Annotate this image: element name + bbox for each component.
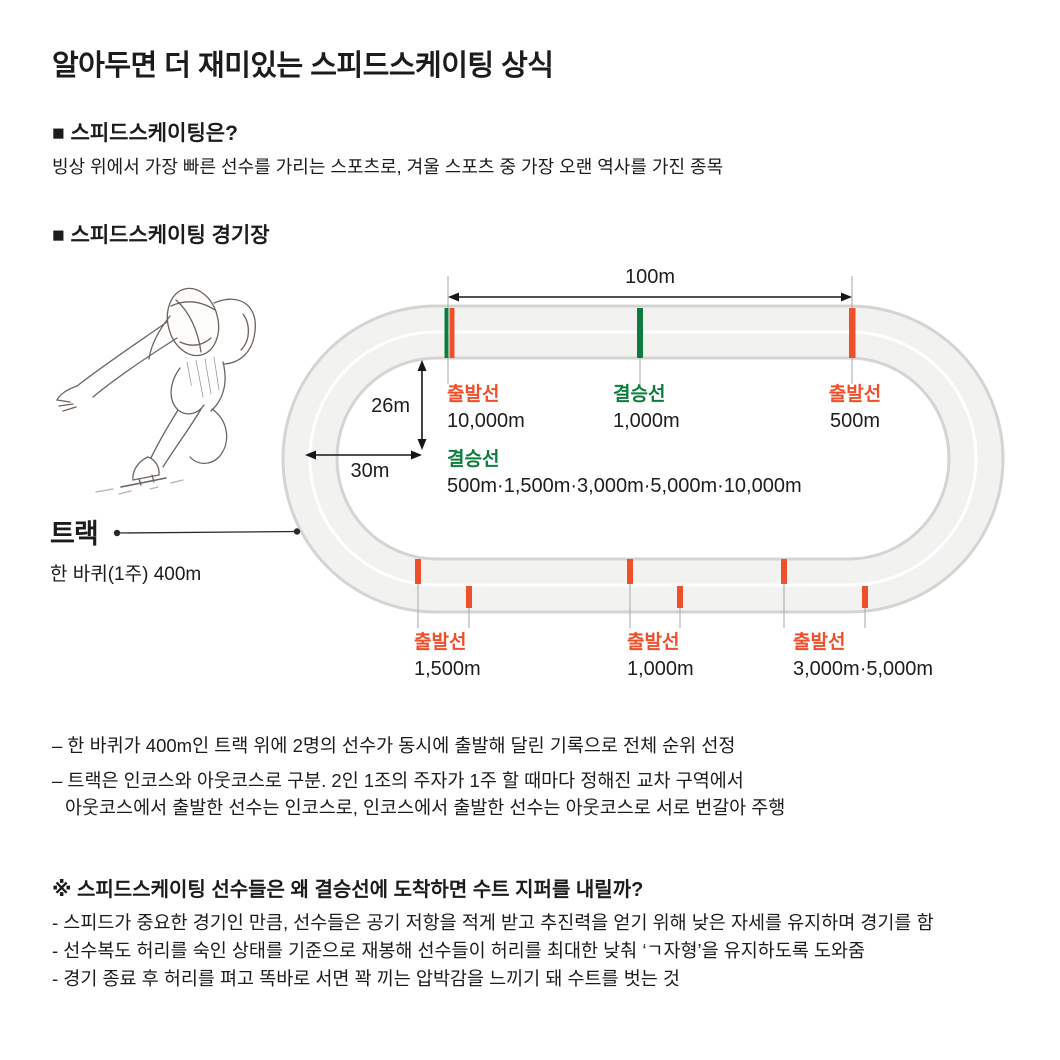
ice-marks bbox=[95, 479, 184, 495]
label-start-1000m: 출발선 1,000m bbox=[627, 632, 694, 680]
finish-line-text: 결승선 bbox=[447, 449, 500, 470]
track-callout: 트랙 한 바퀴(1주) 400m bbox=[50, 512, 201, 586]
start-line-text: 출발선 bbox=[793, 632, 846, 653]
dimension-arrow-26m bbox=[417, 360, 427, 450]
track-label: 트랙 bbox=[50, 519, 99, 549]
finish-line-distance: 1,000m bbox=[613, 410, 680, 432]
start-line-mark-3000m-in bbox=[781, 559, 787, 584]
start-line-distance: 1,500m bbox=[414, 658, 481, 680]
measure-26m: 26m bbox=[371, 395, 410, 417]
label-finish-1000m: 결승선 1,000m bbox=[613, 384, 680, 432]
track-lap-length: 한 바퀴(1주) 400m bbox=[50, 564, 202, 585]
note-line: 아웃코스에서 출발한 선수는 인코스로, 인코스에서 출발한 선수는 아웃코스로… bbox=[65, 797, 786, 818]
start-line-mark-1500m-out bbox=[466, 586, 472, 608]
start-line-distances: 3,000m·5,000m bbox=[793, 658, 934, 680]
label-start-500m: 출발선 500m bbox=[805, 384, 905, 432]
finish-line-distances: 500m·1,500m·3,000m·5,000m·10,000m bbox=[447, 475, 802, 497]
track-callout-line bbox=[113, 528, 301, 537]
page-title: 알아두면 더 재미있는 스피드스케이팅 상식 bbox=[52, 50, 554, 82]
dimension-arrow-30m bbox=[305, 450, 422, 460]
section-about-body: 빙상 위에서 가장 빠른 선수를 가리는 스포츠로, 겨울 스포츠 중 가장 오… bbox=[52, 157, 724, 177]
label-finish-all: 결승선 500m·1,500m·3,000m·5,000m·10,000m bbox=[447, 449, 802, 497]
start-line-distance: 10,000m bbox=[447, 410, 525, 432]
start-line-distance: 1,000m bbox=[627, 658, 694, 680]
start-line-text: 출발선 bbox=[447, 384, 500, 405]
start-line-mark-1000m-in bbox=[627, 559, 633, 584]
note-line: – 한 바퀴가 400m인 트랙 위에 2명의 선수가 동시에 출발해 달린 기… bbox=[52, 735, 736, 756]
label-start-10000m: 출발선 10,000m bbox=[447, 384, 525, 432]
leader-lines bbox=[417, 276, 866, 628]
zipper-bullet: - 경기 종료 후 허리를 펴고 똑바로 서면 꽉 끼는 압박감을 느끼기 돼 … bbox=[52, 968, 680, 989]
start-line-mark-1500m-in bbox=[415, 559, 421, 584]
section-rink-heading: ■ 스피드스케이팅 경기장 bbox=[52, 224, 270, 247]
measure-100m: 100m bbox=[624, 266, 676, 288]
zipper-bullet: - 선수복도 허리를 숙인 상태를 기준으로 재봉해 선수들이 허리를 최대한 … bbox=[52, 940, 866, 961]
finish-line-mark-10000m bbox=[444, 308, 449, 358]
label-start-1500m: 출발선 1,500m bbox=[414, 632, 481, 680]
note-line: – 트랙은 인코스와 아웃코스로 구분. 2인 1조의 주자가 1주 할 때마다… bbox=[52, 770, 744, 791]
finish-line-text: 결승선 bbox=[613, 384, 666, 405]
start-line-text: 출발선 bbox=[828, 384, 882, 405]
start-line-text: 출발선 bbox=[627, 632, 680, 653]
start-line-distance: 500m bbox=[829, 410, 881, 432]
start-line-mark-3000m-out bbox=[862, 586, 868, 608]
section-zipper-heading: ※ 스피드스케이팅 선수들은 왜 결승선에 도착하면 수트 지퍼를 내릴까? bbox=[52, 879, 644, 901]
bottom-straight-marks bbox=[415, 559, 868, 608]
measure-30m: 30m bbox=[350, 460, 390, 482]
top-straight-marks bbox=[444, 308, 856, 358]
start-line-mark-500m bbox=[849, 308, 856, 358]
start-line-mark-1000m-out bbox=[677, 586, 683, 608]
start-line-mark-10000m bbox=[449, 308, 455, 358]
zipper-bullet: - 스피드가 중요한 경기인 만큼, 선수들은 공기 저항을 적게 받고 추진력… bbox=[52, 912, 934, 933]
dimension-arrow-100m bbox=[448, 292, 852, 302]
start-line-text: 출발선 bbox=[414, 632, 467, 653]
track-oval bbox=[281, 304, 1005, 614]
finish-line-mark-1000m bbox=[637, 308, 643, 358]
section-about-heading: ■ 스피드스케이팅은? bbox=[52, 122, 238, 145]
label-start-3000m-5000m: 출발선 3,000m·5,000m bbox=[793, 632, 933, 680]
skater-illustration bbox=[56, 287, 256, 495]
